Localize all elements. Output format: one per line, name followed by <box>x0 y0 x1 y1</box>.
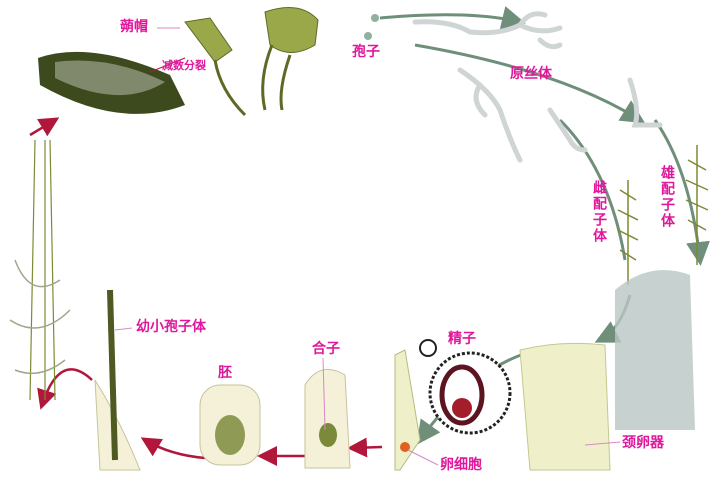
label-female-gametophyte: 雌配子体 <box>591 180 607 244</box>
label-embryo: 胚 <box>218 365 232 381</box>
label-sperm: 精子 <box>448 331 476 347</box>
label-male-gametophyte: 雄配子体 <box>659 165 675 229</box>
egg-cell-section <box>394 349 421 471</box>
label-egg-cell: 卵细胞 <box>440 457 482 473</box>
gametophytes <box>9 139 709 401</box>
label-archegonium: 颈卵器 <box>622 435 664 451</box>
label-zygote: 合子 <box>312 341 340 357</box>
red-arrows <box>29 117 383 466</box>
leader-lines <box>114 27 621 466</box>
capsule-section <box>38 51 185 114</box>
arrow-to-female <box>558 118 627 261</box>
young-sporophyte-section <box>94 289 141 471</box>
sperm-inset <box>419 339 512 435</box>
arrow-spore-to-protonema-lower <box>414 43 646 124</box>
antheridia-section <box>615 270 695 430</box>
label-meiosis: 减数分裂 <box>162 59 206 72</box>
label-protonema: 原丝体 <box>510 66 552 82</box>
spores <box>364 14 379 40</box>
label-young-sporophyte: 幼小孢子体 <box>136 319 206 335</box>
arrow-spore-to-protonema-upper <box>379 6 526 30</box>
protonema <box>412 11 663 163</box>
capsules <box>184 7 319 117</box>
archegonia-section <box>519 342 611 471</box>
embryo-section <box>199 384 261 466</box>
zygote-section <box>304 368 351 469</box>
label-calyptra: 蒴帽 <box>120 19 148 35</box>
label-spore: 孢子 <box>352 44 380 60</box>
